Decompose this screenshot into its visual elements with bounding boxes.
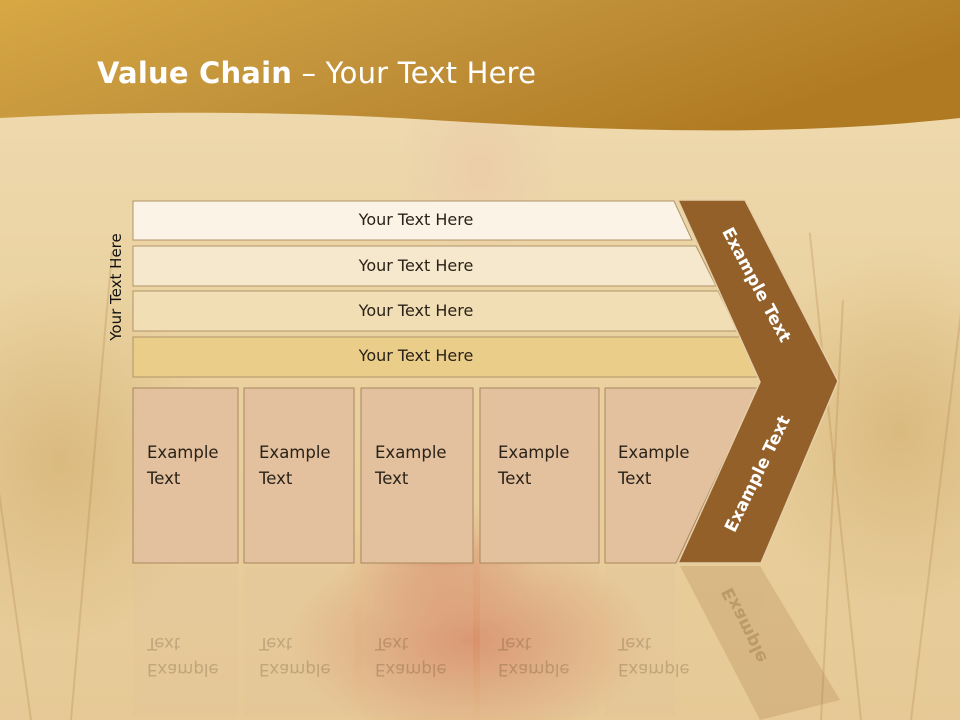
column-5-line2: Text bbox=[618, 469, 652, 488]
column-1-line2: Text bbox=[147, 469, 181, 488]
column-3-reflection-line1: Example bbox=[375, 660, 447, 679]
column-5-reflection-line2: Text bbox=[618, 634, 652, 653]
column-4-line1: Example bbox=[498, 443, 570, 462]
column-5-reflection: Example Text bbox=[618, 630, 718, 682]
column-3-line1: Example bbox=[375, 443, 447, 462]
column-5-reflection-line1: Example bbox=[618, 660, 690, 679]
column-1-reflection-line2: Text bbox=[147, 634, 181, 653]
column-2-label: Example Text bbox=[259, 440, 359, 492]
column-3-reflection-line2: Text bbox=[375, 634, 409, 653]
column-2-shape bbox=[243, 387, 355, 564]
title-rest: – Your Text Here bbox=[292, 56, 537, 90]
column-3-line2: Text bbox=[375, 469, 409, 488]
reflection bbox=[133, 566, 840, 720]
row-1-shape bbox=[132, 200, 693, 241]
column-4-reflection-line2: Text bbox=[498, 634, 532, 653]
column-4-shape bbox=[479, 387, 600, 564]
column-1-shape bbox=[132, 387, 239, 564]
column-3-shape bbox=[360, 387, 474, 564]
row-3-label: Your Text Here bbox=[358, 301, 474, 320]
column-2-line2: Text bbox=[259, 469, 293, 488]
row-4-label: Your Text Here bbox=[358, 346, 474, 365]
support-columns bbox=[132, 387, 759, 564]
page-title: Value Chain – Your Text Here bbox=[97, 56, 536, 96]
column-1-line1: Example bbox=[147, 443, 219, 462]
chevron-arrow bbox=[676, 199, 839, 564]
column-4-reflection: Example Text bbox=[498, 630, 598, 682]
column-3-label: Example Text bbox=[375, 440, 475, 492]
primary-rows bbox=[132, 200, 764, 378]
title-banner bbox=[0, 0, 960, 131]
column-3-reflection: Example Text bbox=[375, 630, 475, 682]
title-bold: Value Chain bbox=[97, 56, 293, 90]
column-5-shape bbox=[604, 387, 759, 564]
column-2-reflection: Example Text bbox=[259, 630, 359, 682]
row-1-label: Your Text Here bbox=[358, 210, 474, 229]
column-1-label: Example Text bbox=[147, 440, 247, 492]
column-5-line1: Example bbox=[618, 443, 690, 462]
row-2-label: Your Text Here bbox=[358, 256, 474, 275]
column-5-label: Example Text bbox=[618, 440, 718, 492]
column-1-reflection: Example Text bbox=[147, 630, 247, 682]
column-2-reflection-line2: Text bbox=[259, 634, 293, 653]
column-4-label: Example Text bbox=[498, 440, 598, 492]
column-1-reflection-line1: Example bbox=[147, 660, 219, 679]
column-2-line1: Example bbox=[259, 443, 331, 462]
column-4-line2: Text bbox=[498, 469, 532, 488]
column-4-reflection-line1: Example bbox=[498, 660, 570, 679]
column-2-reflection-line1: Example bbox=[259, 660, 331, 679]
